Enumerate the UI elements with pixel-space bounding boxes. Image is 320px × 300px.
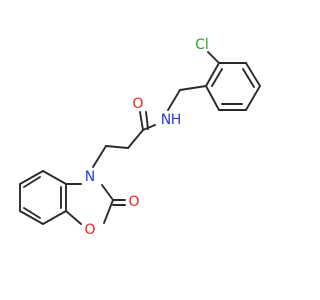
bond — [205, 85, 220, 111]
bond — [127, 129, 144, 149]
bond — [139, 111, 144, 131]
bond — [23, 176, 41, 188]
bond — [105, 145, 129, 149]
bond — [23, 207, 41, 219]
bond — [211, 68, 223, 87]
bond — [145, 111, 149, 130]
atom-labels: Cl O N H N O O — [84, 37, 208, 238]
bond — [42, 210, 67, 225]
bond — [19, 210, 44, 225]
bond — [245, 62, 261, 87]
bond-lines — [19, 51, 261, 225]
molecule-structure-diagram: Cl O N H N O O — [19, 37, 261, 238]
bond — [65, 210, 82, 225]
bond — [142, 124, 156, 131]
carbonyl-oxygen-atom-label: O — [128, 194, 139, 210]
amide-oxygen-atom-label: O — [132, 96, 143, 112]
bond — [103, 199, 114, 224]
bond — [207, 51, 220, 64]
bond — [242, 68, 255, 88]
bond — [101, 184, 114, 201]
bond — [92, 145, 107, 168]
bond — [167, 89, 181, 111]
bond — [42, 170, 67, 185]
amide-nitrogen-atom-label: N — [161, 112, 171, 128]
amide-hydrogen-atom-label: H — [171, 112, 182, 128]
bond — [179, 85, 207, 91]
bond — [245, 85, 261, 111]
bond — [205, 62, 220, 87]
chlorine-atom-label: Cl — [195, 37, 209, 53]
ring-nitrogen-atom-label: N — [85, 169, 95, 185]
bond — [19, 170, 44, 185]
ring-oxygen-atom-label: O — [84, 222, 95, 238]
